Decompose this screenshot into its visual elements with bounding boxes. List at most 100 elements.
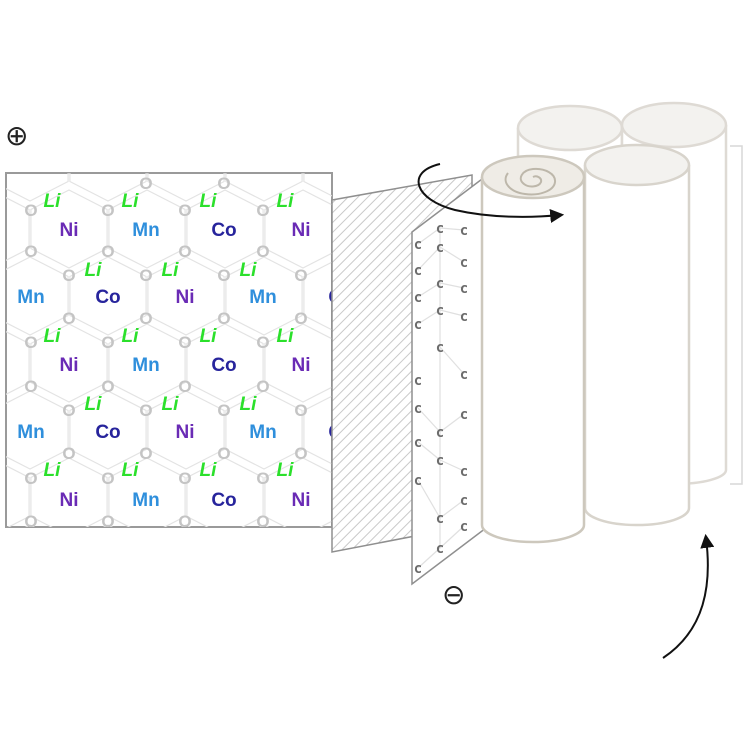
graphite-bond — [439, 246, 465, 263]
lattice-hexagon — [6, 256, 69, 336]
lattice-hexagon — [6, 465, 30, 527]
cobalt-atom: Co — [328, 287, 353, 308]
metal-atoms: NiMnCoNiMnCoNiMnCoNiMnCoNiMnCoNiMnCoNiMn… — [17, 220, 353, 511]
cobalt-atom: Co — [211, 355, 236, 376]
lattice-hexagon — [6, 197, 30, 261]
lattice-hexagon — [225, 256, 303, 336]
carbon-atom: c — [460, 519, 468, 535]
oxygen-atom: O — [101, 333, 114, 352]
cobalt-atom: Co — [211, 220, 236, 241]
spiral-icon — [504, 167, 557, 196]
lithium-atom: Li — [44, 326, 62, 347]
lithium-atom: Li — [122, 460, 140, 481]
lattice-hexagon — [186, 323, 264, 403]
carbon-atom: c — [460, 493, 468, 509]
lattice-hexagon — [264, 323, 332, 403]
oxygen-atom: O — [256, 333, 269, 352]
graphite-bond — [439, 282, 465, 289]
oxygen-atom: O — [178, 201, 191, 220]
oxygen-atom: O — [178, 512, 191, 531]
lattice-hexagon — [264, 189, 332, 269]
lattice-hexagon — [147, 390, 225, 470]
lattice-hexagon — [147, 256, 225, 336]
carbon-atom: c — [414, 373, 422, 389]
graphite-bonds — [417, 227, 465, 569]
lattice-hexagon — [264, 457, 332, 527]
carbon-atom: c — [414, 290, 422, 306]
oxygen-atom: O — [294, 444, 307, 463]
manganese-atom: Mn — [17, 287, 44, 308]
winding-arrow-icon — [417, 163, 565, 223]
nickel-atom: Ni — [292, 490, 311, 511]
lattice-hexagon — [24, 524, 36, 527]
nickel-atom: Ni — [60, 355, 79, 376]
oxygen-atom: O — [24, 512, 37, 531]
lattice-hexagon — [147, 173, 225, 202]
carbon-atom: c — [460, 309, 468, 325]
lattice-hexagon — [69, 390, 147, 470]
carbon-atom: c — [460, 464, 468, 480]
lattice-hexagon — [225, 173, 303, 202]
lithium-atom: Li — [277, 191, 295, 212]
lithium-atom: Li — [200, 460, 218, 481]
lattice-hexagon — [108, 457, 186, 527]
carbon-atom: c — [436, 511, 444, 527]
lattice-hexagon — [108, 189, 186, 269]
lattice-hexagon — [30, 189, 108, 269]
oxygen-atom: O — [294, 266, 307, 285]
lattice-hexagon — [6, 390, 69, 470]
carbon-atom: c — [414, 561, 422, 577]
lithium-atom: Li — [122, 191, 140, 212]
lithium-atom: Li — [200, 191, 218, 212]
oxygen-atom: O — [101, 512, 114, 531]
carbon-atom: c — [436, 303, 444, 319]
oxygen-atom: O — [24, 377, 37, 396]
oxygen-atom: O — [101, 377, 114, 396]
oxygen-atom: O — [178, 333, 191, 352]
oxygen-atom: O — [24, 469, 37, 488]
graphite-bond — [417, 407, 441, 433]
oxygen-atom: O — [217, 309, 230, 328]
lithium-atom: Li — [85, 260, 103, 281]
carbon-atom: c — [436, 425, 444, 441]
lattice-hexagon — [303, 261, 332, 331]
carbon-atom: c — [460, 223, 468, 239]
graphite-bond — [417, 227, 441, 245]
lithium-atom: Li — [162, 394, 180, 415]
lattice-hexagon — [30, 457, 108, 527]
lattice-hexagon — [303, 395, 332, 465]
lattice-hexagon — [69, 173, 147, 202]
lattice-hexagon — [225, 390, 303, 470]
graphite-bond — [439, 499, 465, 519]
graphite-bond — [439, 227, 465, 231]
lattice-hexagon — [186, 189, 264, 269]
lithium-atom: Li — [162, 260, 180, 281]
graphite-bond — [417, 547, 441, 569]
manganese-atom: Mn — [132, 490, 159, 511]
graphite-bond — [417, 479, 441, 519]
oxygen-atom: O — [178, 377, 191, 396]
carbon-atom: c — [414, 435, 422, 451]
oxygen-atom: O — [178, 242, 191, 261]
carbon-atom: c — [460, 407, 468, 423]
oxygen-atom: O — [139, 444, 152, 463]
lattice-hexagon — [102, 524, 114, 527]
graphite-bond — [417, 282, 441, 298]
carbon-atom: c — [436, 453, 444, 469]
lattice-hexagon — [69, 256, 147, 336]
lattice-hexagon — [258, 524, 270, 527]
oxygen-atom: O — [178, 469, 191, 488]
cobalt-atom: Co — [95, 287, 120, 308]
lithium-atom: Li — [240, 260, 258, 281]
lattice-hexagon — [6, 173, 69, 202]
carbon-atom: c — [436, 276, 444, 292]
anode-sheet-frame — [411, 174, 487, 586]
lithium-atom: Li — [122, 326, 140, 347]
manganese-atom: Mn — [249, 422, 276, 443]
oxygen-atom: O — [24, 242, 37, 261]
oxygen-atom: O — [139, 401, 152, 420]
